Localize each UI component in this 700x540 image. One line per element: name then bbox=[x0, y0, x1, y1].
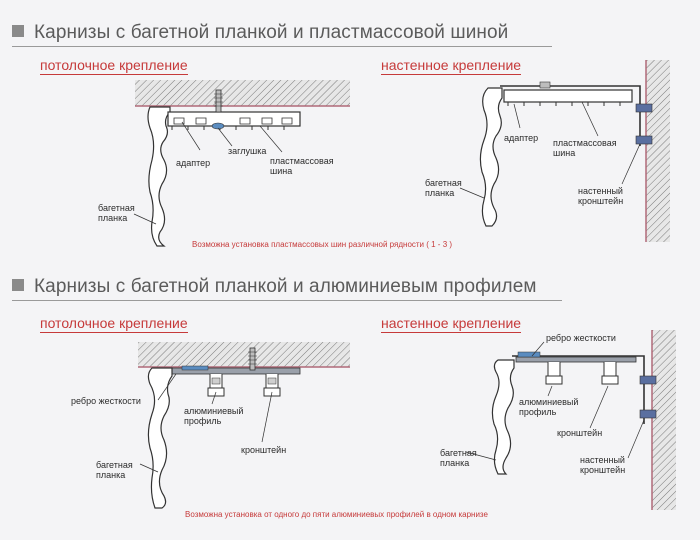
label-plastic-rail-1: пластмассовая bbox=[270, 156, 334, 166]
baguette-plank bbox=[479, 87, 503, 227]
label-wall-bracket-1: настенный bbox=[578, 186, 623, 196]
wall-mount-aluminium-diagram bbox=[465, 330, 676, 510]
baguette-plank bbox=[147, 106, 171, 247]
section-marker-icon bbox=[12, 279, 24, 291]
label-baguette-wall-2: планка bbox=[425, 188, 455, 198]
label-baguette-wall-1: багетная bbox=[440, 448, 477, 458]
plastic-rail bbox=[167, 111, 301, 127]
heading-ceiling-mount: потолочное крепление bbox=[40, 315, 188, 333]
wall bbox=[646, 60, 670, 242]
label-wall-bracket-2: кронштейн bbox=[580, 465, 626, 475]
label-bracket-wall: кронштейн bbox=[557, 428, 603, 438]
section-title-text: Карнизы с багетной планкой и алюминиевым… bbox=[34, 276, 537, 297]
note-plastic-rows: Возможна установка пластмассовых шин раз… bbox=[192, 240, 453, 249]
label-adapter: адаптер bbox=[176, 158, 211, 168]
label-baguette-wall-2: планка bbox=[440, 458, 470, 468]
title-divider bbox=[12, 46, 552, 47]
label-bracket: кронштейн bbox=[241, 445, 287, 455]
label-baguette-2: планка bbox=[98, 213, 128, 223]
section-title-aluminium: Карнизы с багетной планкой и алюминиевым… bbox=[12, 276, 537, 298]
label-baguette-1: багетная bbox=[96, 460, 133, 470]
aluminium-profile bbox=[601, 362, 619, 385]
label-wall-bracket-2: кронштейн bbox=[578, 196, 624, 206]
screw bbox=[215, 89, 222, 113]
heading-wall-mount: настенное крепление bbox=[381, 57, 522, 75]
label-aluminium-profile-wall-1: алюминиевый bbox=[519, 397, 579, 407]
ceiling-slab bbox=[138, 342, 350, 367]
label-aluminium-profile-2: профиль bbox=[184, 416, 222, 426]
end-cap bbox=[211, 122, 225, 130]
label-plastic-rail-wall-1: пластмассовая bbox=[553, 138, 617, 148]
label-baguette-wall-1: багетная bbox=[425, 178, 462, 188]
label-baguette-1: багетная bbox=[98, 203, 135, 213]
plastic-rail bbox=[503, 89, 633, 103]
baguette-plank bbox=[147, 367, 173, 509]
heading-ceiling-mount: потолочное крепление bbox=[40, 57, 188, 75]
label-plastic-rail-wall-2: шина bbox=[553, 148, 576, 158]
ceiling-mount-aluminium-diagram bbox=[138, 342, 350, 509]
label-end-cap: заглушка bbox=[228, 146, 267, 156]
heading-wall-mount: настенное крепление bbox=[381, 315, 522, 333]
label-adapter-wall: адаптер bbox=[504, 133, 539, 143]
baguette-plank bbox=[491, 359, 515, 475]
ceiling-mount-plastic-diagram bbox=[133, 80, 350, 247]
note-aluminium-profiles: Возможна установка от одного до пяти алю… bbox=[185, 510, 488, 519]
label-aluminium-profile-wall-2: профиль bbox=[519, 407, 557, 417]
label-stiffening-rib-wall: ребро жесткости bbox=[546, 333, 616, 343]
screw bbox=[249, 347, 256, 371]
label-wall-bracket-1: настенный bbox=[580, 455, 625, 465]
aluminium-profile bbox=[545, 362, 563, 385]
ceiling-slab bbox=[135, 80, 350, 106]
wall-mount-plastic-diagram bbox=[459, 60, 670, 242]
section-title-text: Карнизы с багетной планкой и пластмассов… bbox=[34, 22, 509, 43]
section-title-plastic: Карнизы с багетной планкой и пластмассов… bbox=[12, 22, 508, 44]
label-aluminium-profile-1: алюминиевый bbox=[184, 406, 244, 416]
section-marker-icon bbox=[12, 25, 24, 37]
label-baguette-2: планка bbox=[96, 470, 126, 480]
wall-bracket bbox=[512, 355, 645, 424]
label-stiffening-rib: ребро жесткости bbox=[71, 396, 141, 406]
stiffening-rib bbox=[515, 356, 637, 363]
wall bbox=[652, 330, 676, 510]
label-plastic-rail-2: шина bbox=[270, 166, 293, 176]
title-divider bbox=[12, 300, 562, 301]
